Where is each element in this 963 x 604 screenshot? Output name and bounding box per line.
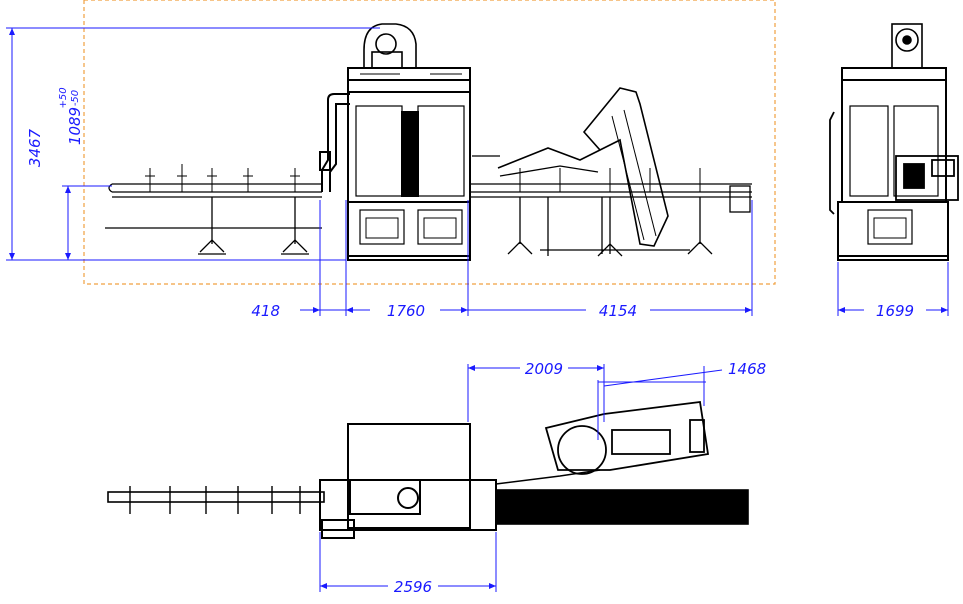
right-conveyor-stands — [507, 197, 713, 257]
incline-elevator — [582, 87, 669, 247]
dim-left-extension: 418 — [251, 302, 280, 320]
dim-right-section: 4154 — [599, 302, 637, 320]
dim-housing-width: 1760 — [387, 302, 425, 320]
dim-tolerance-plus: +50 — [58, 87, 69, 108]
left-conveyor-stands — [198, 197, 309, 255]
front-dimension-arrows — [9, 28, 752, 313]
plan-right-conveyor — [495, 469, 749, 525]
top-fan-unit — [363, 23, 417, 69]
dim-conveyor-height: 1089 — [66, 107, 84, 145]
dim-top-offset: 2009 — [525, 360, 563, 378]
plan-dimension-lines — [319, 364, 723, 592]
plan-housing — [319, 423, 497, 539]
dim-top-span: 2596 — [394, 578, 432, 596]
front-elevation-view: 3467 1089 +50 -50 418 1760 4154 — [6, 0, 776, 320]
top-plan-view: 2009 1468 2596 — [107, 360, 766, 596]
side-elevation-view: 1699 — [829, 23, 959, 320]
exhaust-pipe — [319, 93, 350, 192]
machine-housing — [347, 67, 471, 261]
plan-conveyor — [107, 486, 325, 514]
side-control-box — [829, 111, 959, 215]
dim-elevator-length: 1468 — [728, 360, 766, 378]
plan-elevator — [544, 400, 710, 475]
dashed-envelope — [83, 0, 776, 285]
right-conveyor — [470, 147, 752, 213]
dim-side-width: 1699 — [876, 302, 914, 320]
dim-tolerance-minus: -50 — [70, 90, 81, 106]
left-conveyor — [105, 164, 322, 229]
side-fan-unit — [891, 23, 923, 69]
front-dimension-lines — [6, 27, 753, 316]
dim-height-total: 3467 — [26, 128, 44, 167]
